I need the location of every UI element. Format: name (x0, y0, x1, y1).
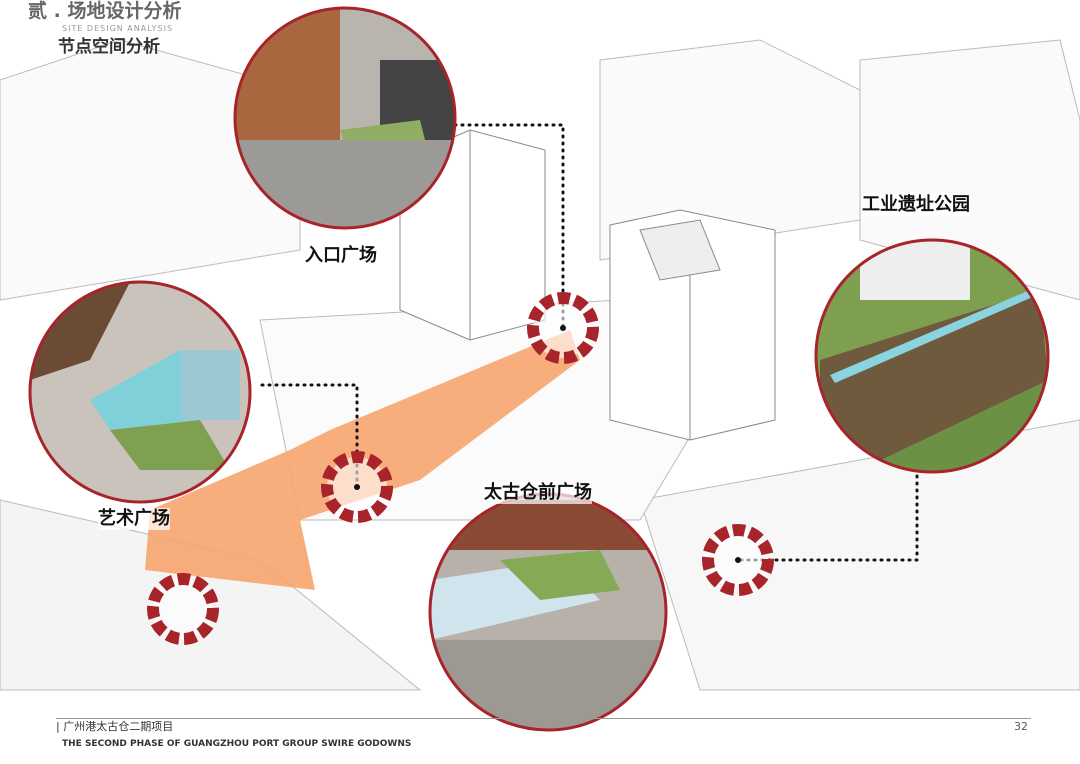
industrial-park-render (816, 240, 1048, 472)
towers (399, 129, 776, 441)
footer-project-cn: | 广州港太古仓二期项目 (56, 720, 174, 733)
footer-divider (56, 718, 1031, 719)
section-title-en: SITE DESIGN ANALYSIS (62, 24, 174, 33)
label-art-plaza: 艺术广场 (98, 508, 170, 530)
label-industrial-park: 工业遗址公园 (862, 194, 970, 216)
node-dots (354, 325, 741, 563)
footer-project-en: THE SECOND PHASE OF GUANGZHOU PORT GROUP… (62, 739, 412, 749)
section-subtitle: 节点空间分析 (58, 37, 160, 57)
label-swire-front-plaza: 太古仓前广场 (484, 482, 592, 504)
section-title: 贰 . 场地设计分析 (28, 0, 182, 22)
label-entrance-plaza: 入口广场 (305, 245, 377, 267)
entrance-plaza-render (235, 8, 455, 228)
art-plaza-render (30, 282, 250, 502)
page-number: 32 (1014, 720, 1028, 733)
